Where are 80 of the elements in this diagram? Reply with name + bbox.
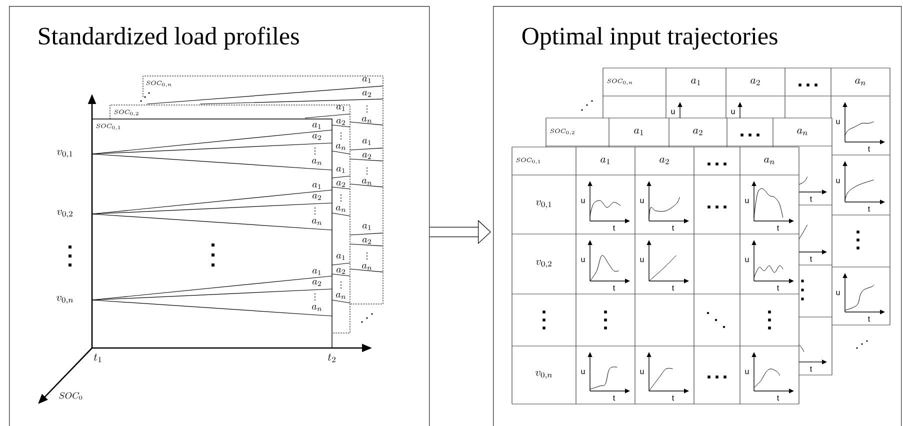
axis-label: t bbox=[777, 285, 780, 291]
column-header: $a_1$ bbox=[600, 158, 610, 164]
profile-label: $a_1$ bbox=[362, 224, 371, 230]
layer-label: $SOC_{0,1}$ bbox=[516, 158, 540, 164]
row-header: $v_{0,2}$ bbox=[536, 260, 552, 268]
column-header: $a_2$ bbox=[660, 158, 669, 164]
axis-label: $t_2$ bbox=[328, 354, 336, 362]
column-header: $a_n$ bbox=[764, 158, 774, 164]
profile-label: $a_1$ bbox=[362, 76, 371, 83]
profile-label: $a_n$ bbox=[362, 178, 372, 185]
profile-label: $a_1$ bbox=[312, 268, 321, 275]
profile-label: $a_2$ bbox=[312, 194, 321, 200]
layer-label: $SOC_{0,1}$ bbox=[96, 124, 120, 130]
profile-label: $a_2$ bbox=[336, 118, 345, 125]
column-header: $a_1$ bbox=[634, 128, 644, 136]
axis-label: u bbox=[640, 370, 644, 374]
axis-label: u bbox=[836, 290, 840, 296]
profile-label: $a_2$ bbox=[362, 90, 371, 97]
profile-label: $a_n$ bbox=[362, 264, 372, 270]
axis-label: t bbox=[613, 225, 616, 231]
axis-label: u bbox=[640, 258, 644, 262]
axis-label: t bbox=[613, 395, 616, 401]
profile-label: $a_1$ bbox=[336, 104, 345, 111]
axis-label: u bbox=[745, 258, 749, 262]
axis-label: t bbox=[672, 395, 674, 401]
profile-label: $a_n$ bbox=[336, 144, 346, 150]
axis-tick-label: $v_{0,n}$ bbox=[56, 296, 74, 304]
profile-label: $a_n$ bbox=[312, 218, 322, 225]
profile-label: $a_n$ bbox=[362, 116, 372, 123]
axis-label: u bbox=[836, 120, 840, 124]
axis-label: u bbox=[581, 198, 585, 204]
layer-label: $SOC_{0,2}$ bbox=[550, 128, 574, 136]
layer-label: $SOC_{0,n}$ bbox=[607, 78, 632, 86]
axis-label: u bbox=[581, 370, 585, 374]
profile-label: $a_2$ bbox=[336, 268, 345, 274]
column-header: $a_2$ bbox=[750, 78, 760, 86]
axis-label: u bbox=[745, 198, 749, 204]
axis-label: $t_1$ bbox=[94, 354, 102, 362]
profile-label: $a_2$ bbox=[362, 238, 371, 244]
axis-label: $SOC_0$ bbox=[59, 392, 82, 400]
axis-label: t bbox=[868, 316, 870, 322]
axis-label: u bbox=[731, 110, 735, 114]
row-header: $v_{0,n}$ bbox=[536, 370, 552, 379]
profile-label: $a_2$ bbox=[336, 180, 345, 187]
axis-label: t bbox=[777, 225, 780, 231]
profile-label: $a_1$ bbox=[336, 254, 345, 260]
axis-label: t bbox=[810, 366, 812, 372]
column-header: $a_n$ bbox=[855, 78, 866, 86]
axis-label: t bbox=[777, 395, 780, 401]
profile-label: $a_n$ bbox=[312, 158, 322, 165]
axis-label: u bbox=[745, 370, 749, 374]
layer-label: $SOC_{0,2}$ bbox=[114, 110, 138, 116]
layer-label: $SOC_{0,n}$ bbox=[146, 80, 172, 88]
axis-label: u bbox=[640, 198, 644, 204]
axis-label: t bbox=[613, 285, 616, 291]
profile-label: $a_n$ bbox=[336, 292, 346, 299]
axis-label: t bbox=[672, 225, 674, 231]
column-header: $a_2$ bbox=[693, 128, 702, 136]
profile-label: $a_1$ bbox=[336, 166, 345, 173]
axis-label: t bbox=[810, 256, 812, 262]
profile-label: $a_2$ bbox=[312, 280, 321, 286]
axis-tick-label: $v_{0,2}$ bbox=[57, 210, 72, 218]
axis-label: t bbox=[672, 285, 674, 291]
axis-label: t bbox=[868, 206, 870, 212]
axis-label: u bbox=[581, 258, 585, 262]
profile-label: $a_n$ bbox=[312, 304, 322, 311]
profile-label: $a_1$ bbox=[362, 138, 371, 145]
profile-label: $a_1$ bbox=[312, 182, 321, 189]
profile-label: $a_n$ bbox=[336, 206, 346, 212]
column-header: $a_n$ bbox=[797, 128, 808, 136]
profile-label: $a_2$ bbox=[362, 152, 371, 159]
row-header: $v_{0,1}$ bbox=[536, 200, 552, 208]
axis-label: t bbox=[810, 196, 812, 202]
axis-label: t bbox=[868, 146, 870, 152]
axis-label: u bbox=[836, 178, 840, 184]
profile-label: $a_1$ bbox=[312, 122, 321, 129]
axis-label: u bbox=[671, 110, 675, 114]
profile-label: $a_2$ bbox=[312, 134, 321, 140]
axis-tick-label: $v_{0,1}$ bbox=[57, 150, 72, 158]
column-header: $a_1$ bbox=[691, 78, 700, 86]
